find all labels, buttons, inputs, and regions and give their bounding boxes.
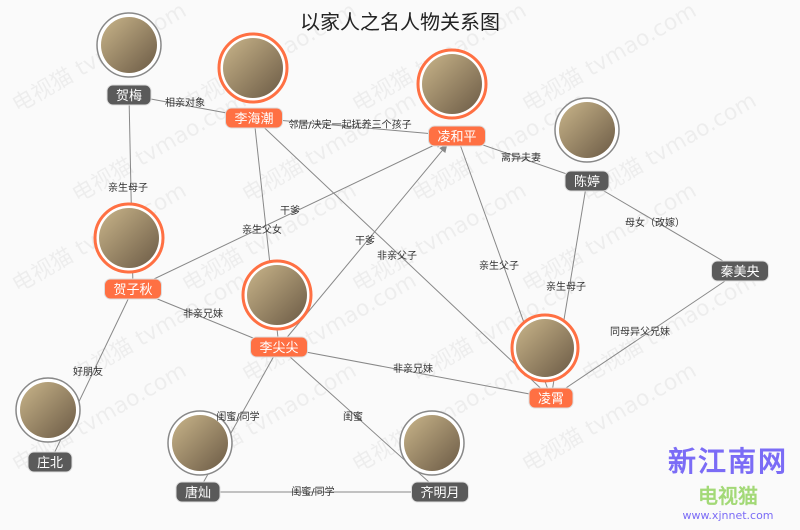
node-label-hemei[interactable] [106, 84, 152, 106]
edge-hezq-linghep [132, 140, 444, 290]
node-name: 李尖尖 [259, 341, 298, 356]
edge-label: 亲生父女 [242, 223, 282, 236]
portrait-image [422, 54, 482, 114]
portrait-image [172, 415, 228, 471]
portrait-image [20, 382, 76, 438]
edge-label: 非亲兄妹 [393, 362, 433, 375]
portrait-image [516, 319, 574, 377]
edge-label: 非亲父子 [377, 249, 417, 262]
edge-chenting-qinmy [586, 180, 741, 272]
page-title: 以家人之名人物关系图 [300, 10, 500, 34]
node-name: 凌霄 [538, 392, 564, 407]
node-name: 贺梅 [116, 89, 142, 104]
node-label-hezq[interactable] [104, 278, 162, 300]
edge-label: 闺蜜/同学 [216, 410, 259, 423]
edge-label: 亲生父子 [479, 259, 519, 272]
edge-label: 干爹 [355, 234, 375, 247]
edge-label: 闺蜜 [343, 410, 363, 423]
edge-lijj-lingxiao [278, 346, 552, 399]
node-label-lihaichao[interactable] [225, 107, 283, 129]
logo-line2: 电视猫 [697, 484, 758, 508]
portrait-image [559, 102, 615, 158]
portrait-image [223, 38, 283, 98]
node-name: 唐灿 [185, 485, 211, 501]
portrait-image [99, 208, 159, 268]
node-name: 凌和平 [437, 130, 476, 145]
portrait-image [101, 17, 157, 73]
edge-qinmy-lingxiao [550, 270, 741, 399]
node-label-qimy[interactable] [411, 481, 469, 503]
edge-label: 闺蜜/同学 [291, 485, 334, 498]
site-logo: 新江南网 电视猫 www.xjnnet.com [668, 440, 788, 522]
node-name: 庄北 [37, 455, 63, 471]
edge-lihaichao-linghep [253, 117, 458, 137]
edge-label: 相亲对象 [165, 96, 205, 109]
edge-label: 干爹 [280, 204, 300, 217]
portrait-image [247, 265, 307, 325]
edge-label: 亲生母子 [108, 181, 148, 194]
node-label-lijj[interactable] [250, 336, 308, 358]
edge-label: 母女（改嫁） [625, 216, 685, 229]
edge-label: 离异夫妻 [501, 151, 541, 164]
node-label-lingxiao[interactable] [528, 387, 574, 409]
logo-line3: www.xjnnet.com [682, 509, 774, 522]
node-name: 陈婷 [574, 174, 600, 190]
edge-label: 亲生母子 [546, 280, 586, 293]
node-label-zhuangbei[interactable] [27, 451, 73, 473]
node-label-chenting[interactable] [564, 170, 610, 192]
node-name: 贺子秋 [113, 283, 152, 298]
edge-label: 邻居/决定一起抚养三个孩子 [288, 118, 411, 131]
node-label-qinmy[interactable] [711, 260, 769, 282]
edge-label: 好朋友 [73, 365, 103, 378]
node-name: 秦美央 [720, 265, 759, 280]
node-label-linghep[interactable] [428, 125, 486, 147]
logo-line1: 新江南网 [667, 445, 788, 478]
edge-label: 非亲兄妹 [183, 307, 223, 320]
node-name: 齐明月 [420, 485, 459, 501]
edge-lihaichao-lingxiao [253, 117, 552, 399]
edge-label: 同母异父兄妹 [610, 326, 670, 338]
node-label-tangcan[interactable] [175, 481, 221, 503]
portrait-image [404, 415, 460, 471]
node-name: 李海潮 [234, 112, 273, 127]
